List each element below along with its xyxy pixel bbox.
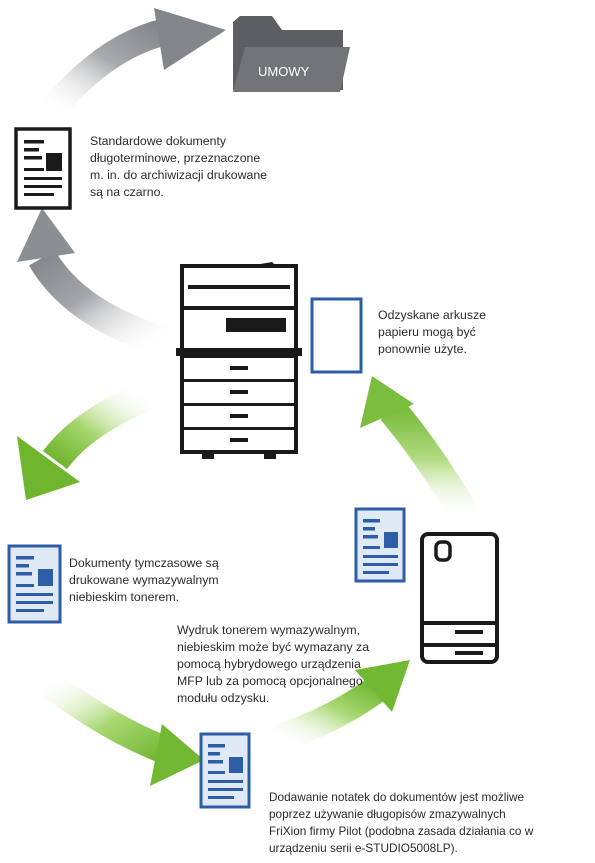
mfp-copier-icon [176,262,302,459]
eraser-unit-icon [420,532,499,664]
caption-reuse: Odzyskane arkusze papieru mogą być ponow… [378,308,486,356]
blank-sheet-icon [310,297,363,374]
folder-icon: UMOWY [233,16,350,92]
blue-document-icon [7,544,62,624]
caption-notes: Dodawanie notatek do dokumentów jest moż… [269,790,534,855]
black-document-icon [14,127,72,210]
arrow-to-reuse [360,376,481,528]
arrow-to-temporary [17,381,156,500]
blue-document-icon-notes [199,732,251,809]
caption-archival: Standardowe dokumenty długoterminowe, pr… [90,134,268,199]
arrow-to-notes [36,668,204,786]
folder-label: UMOWY [258,64,310,79]
caption-temporary: Dokumenty tymczasowe są drukowane wymazy… [69,556,219,604]
blue-document-icon-eraser [354,507,406,583]
caption-erase: Wydruk tonerem wymazywalnym, niebieskim … [177,623,370,705]
arrow-to-folder [39,8,226,121]
arrow-to-eraser [270,660,410,754]
arrow-to-archive [17,208,170,357]
